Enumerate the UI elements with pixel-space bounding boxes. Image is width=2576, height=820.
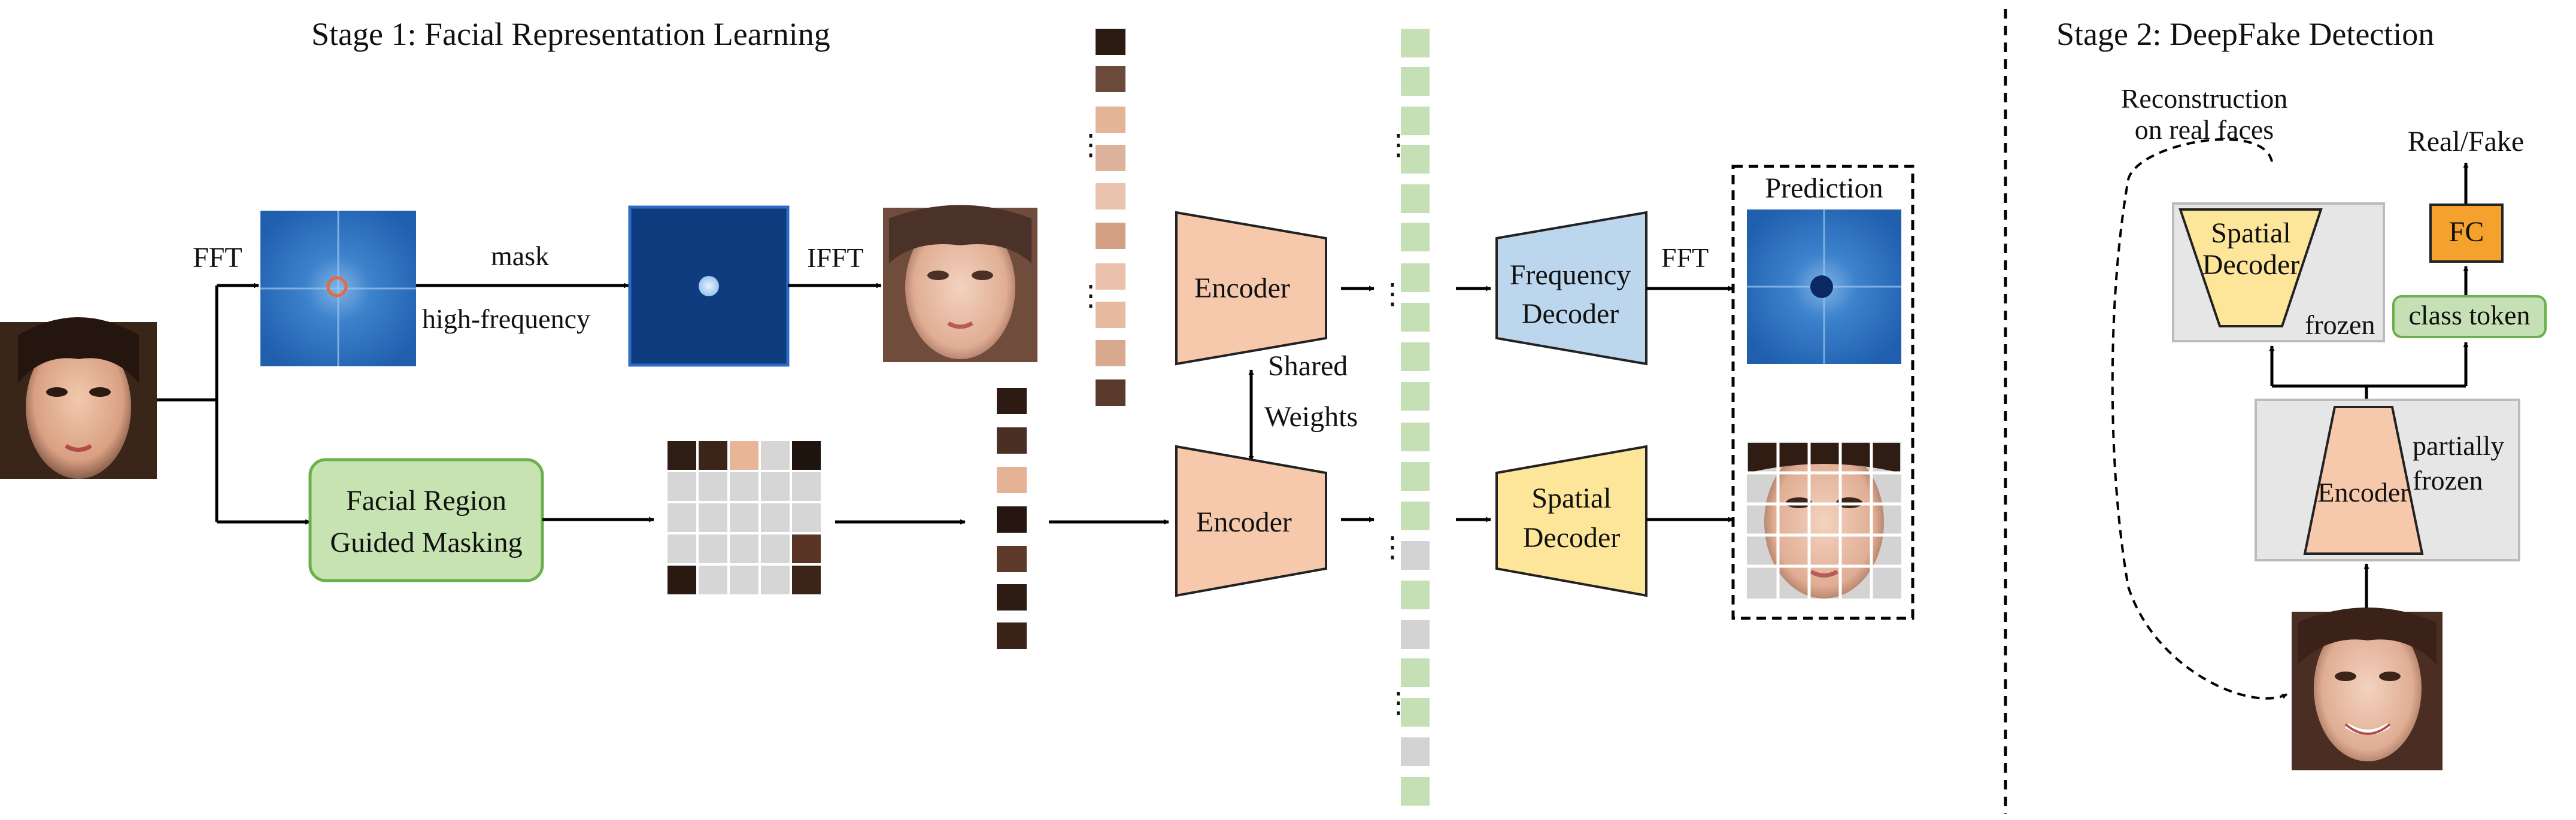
masked-spectrum-image: [628, 205, 790, 367]
input-face-image: [0, 317, 157, 479]
freq-decoder-line2: Decoder: [1522, 298, 1619, 330]
real-face-image: [2292, 608, 2443, 770]
stage2-spatial-line1: Spatial: [2211, 217, 2290, 249]
token-ellipsis-1: ⋮: [1384, 129, 1413, 161]
predicted-spectrum-image: [1747, 209, 1901, 364]
prediction-box: [1731, 165, 1914, 620]
spatial-decoder-line1: Spatial: [1531, 482, 1611, 514]
masked-face-grid: [666, 440, 823, 597]
encoder-bottom: [1175, 445, 1327, 597]
shared-label: Shared: [1268, 350, 1348, 382]
fft-label-right: FFT: [1661, 242, 1709, 273]
low-frequency-face-image: [883, 205, 1037, 362]
stage2-spatial-decoder: [2178, 208, 2323, 327]
spatial-decoder: [1495, 445, 1647, 597]
stage2-branch-arrows: [2269, 342, 2469, 400]
freq-decoder-line1: Frequency: [1510, 259, 1631, 291]
reconstruction-line1: Reconstruction: [2121, 83, 2288, 114]
token-ellipsis-2: ⋮: [1384, 687, 1413, 719]
stage2-spatial-line2: Decoder: [2202, 249, 2300, 281]
bottom-patch-column: [997, 388, 1027, 649]
stage2-encoder-label: Encoder: [2317, 477, 2409, 508]
class-token-label: class token: [2408, 300, 2530, 330]
fft-label-left: FFT: [193, 242, 242, 274]
reconstruction-dashed-arrow: [2111, 138, 2287, 700]
encoder-top-label: Encoder: [1194, 272, 1290, 304]
prediction-label: Prediction: [1765, 172, 1883, 204]
top-patch-column: [1096, 29, 1125, 406]
token-column: [1401, 29, 1430, 806]
fc-label: FC: [2449, 216, 2484, 248]
top-patch-ellipsis: ⋮: [1076, 129, 1105, 161]
spatial-decoder-line2: Decoder: [1523, 522, 1621, 554]
reconstructed-face-grid: [1747, 442, 1901, 599]
ifft-label: IFFT: [807, 242, 864, 273]
frequency-spectrum-image: [260, 211, 416, 366]
input-branch-lines: [157, 283, 311, 525]
stage2-title: Stage 2: DeepFake Detection: [2056, 16, 2434, 52]
high-frequency-label: high-frequency: [422, 303, 590, 334]
frequency-decoder: [1495, 211, 1647, 366]
real-fake-label: Real/Fake: [2408, 126, 2525, 157]
facial-region-line2: Guided Masking: [330, 527, 522, 558]
encoder-top: [1175, 211, 1327, 366]
fc-box: [2429, 204, 2504, 263]
mask-label: mask: [491, 241, 549, 271]
facial-region-guided-masking: [308, 458, 544, 582]
stage1-title: Stage 1: Facial Representation Learning: [311, 16, 830, 52]
frozen-label: frozen: [2305, 309, 2375, 340]
class-token-box: [2392, 295, 2547, 338]
weights-label: Weights: [1264, 401, 1358, 433]
top-patch-ellipsis-2: ⋮: [1076, 280, 1105, 312]
frozen2-label: frozen: [2413, 465, 2483, 496]
encoder-bottom-label: Encoder: [1196, 506, 1292, 538]
stage2-encoder: [2303, 406, 2424, 555]
partially-label: partially: [2413, 430, 2504, 461]
facial-region-line1: Facial Region: [346, 485, 506, 517]
